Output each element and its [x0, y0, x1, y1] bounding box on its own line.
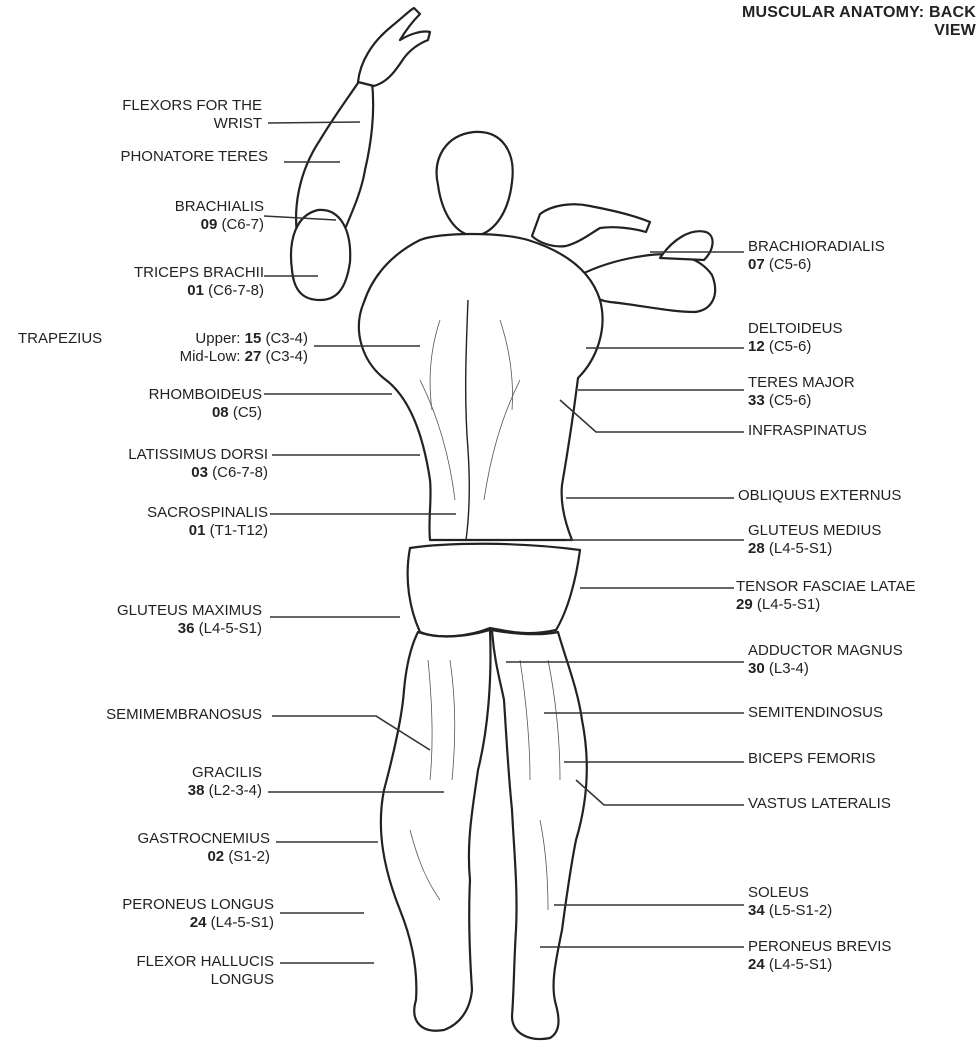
label-biceps-femoris: BICEPS FEMORIS	[748, 750, 876, 768]
label-deltoideus: DELTOIDEUS 12 (C5-6)	[748, 320, 842, 356]
label-gracilis: GRACILIS 38 (L2-3-4)	[188, 764, 262, 800]
label-brachialis: BRACHIALIS 09 (C6-7)	[175, 198, 264, 234]
label-trapezius: TRAPEZIUS	[18, 330, 102, 348]
label-gluteus-medius: GLUTEUS MEDIUS 28 (L4-5-S1)	[748, 522, 881, 558]
label-peroneus-brevis: PERONEUS BREVIS 24 (L4-5-S1)	[748, 938, 891, 974]
label-phonatore-teres: PHONATORE TERES	[120, 148, 268, 166]
label-gastrocnemius: GASTROCNEMIUS 02 (S1-2)	[137, 830, 270, 866]
shorts	[408, 544, 580, 637]
label-gluteus-maximus: GLUTEUS MAXIMUS 36 (L4-5-S1)	[117, 602, 262, 638]
bent-arm-upper	[660, 231, 713, 260]
label-sacrospinalis: SACROSPINALIS 01 (T1-T12)	[147, 504, 268, 540]
label-teres-major: TERES MAJOR 33 (C5-6)	[748, 374, 855, 410]
label-peroneus-longus: PERONEUS LONGUS 24 (L4-5-S1)	[122, 896, 274, 932]
label-obliquus-externus: OBLIQUUS EXTERNUS	[738, 487, 901, 505]
label-semimembranosus: SEMIMEMBRANOSUS	[106, 706, 262, 724]
label-adductor-magnus: ADDUCTOR MAGNUS 30 (L3-4)	[748, 642, 903, 678]
left-leg	[381, 630, 491, 1031]
label-trapezius-roots: Upper: 15 (C3-4) Mid-Low: 27 (C3-4)	[180, 330, 308, 366]
bent-hand	[532, 204, 650, 246]
label-brachioradialis: BRACHIORADIALIS 07 (C5-6)	[748, 238, 885, 274]
upper-arm-left	[291, 210, 350, 300]
label-tensor-fasciae-latae: TENSOR FASCIAE LATAE 29 (L4-5-S1)	[736, 578, 916, 614]
label-flexors-wrist: FLEXORS FOR THE WRIST	[122, 97, 262, 133]
raised-hand	[358, 8, 430, 86]
label-flexor-hallucis-longus: FLEXOR HALLUCIS LONGUS	[136, 953, 274, 989]
label-semitendinosus: SEMITENDINOSUS	[748, 704, 883, 722]
label-vastus-lateralis: VASTUS LATERALIS	[748, 795, 891, 813]
label-infraspinatus: INFRASPINATUS	[748, 422, 867, 440]
label-soleus: SOLEUS 34 (L5-S1-2)	[748, 884, 832, 920]
label-rhomboideus: RHOMBOIDEUS 08 (C5)	[149, 386, 262, 422]
right-leg	[492, 630, 587, 1039]
head	[437, 132, 513, 236]
label-triceps-brachii: TRICEPS BRACHII 01 (C6-7-8)	[134, 264, 264, 300]
torso	[359, 234, 603, 540]
label-latissimus-dorsi: LATISSIMUS DORSI 03 (C6-7-8)	[128, 446, 268, 482]
